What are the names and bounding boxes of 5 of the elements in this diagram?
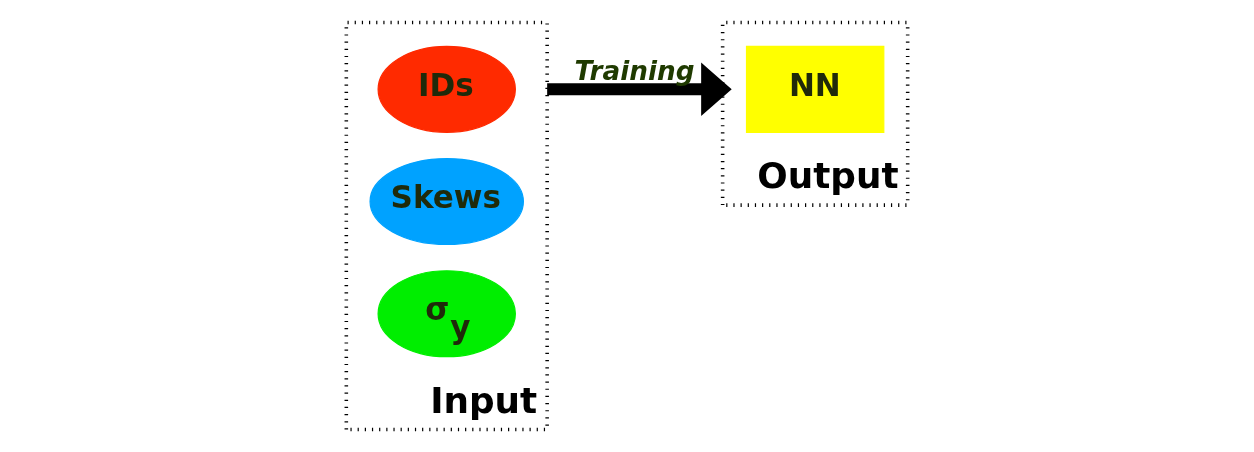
arrow	[547, 62, 732, 117]
node-ellipse: Skews	[369, 157, 524, 246]
node-ellipse: IDs	[377, 45, 516, 133]
node-box: NN	[745, 45, 885, 133]
edge-label: Training	[574, 56, 695, 87]
